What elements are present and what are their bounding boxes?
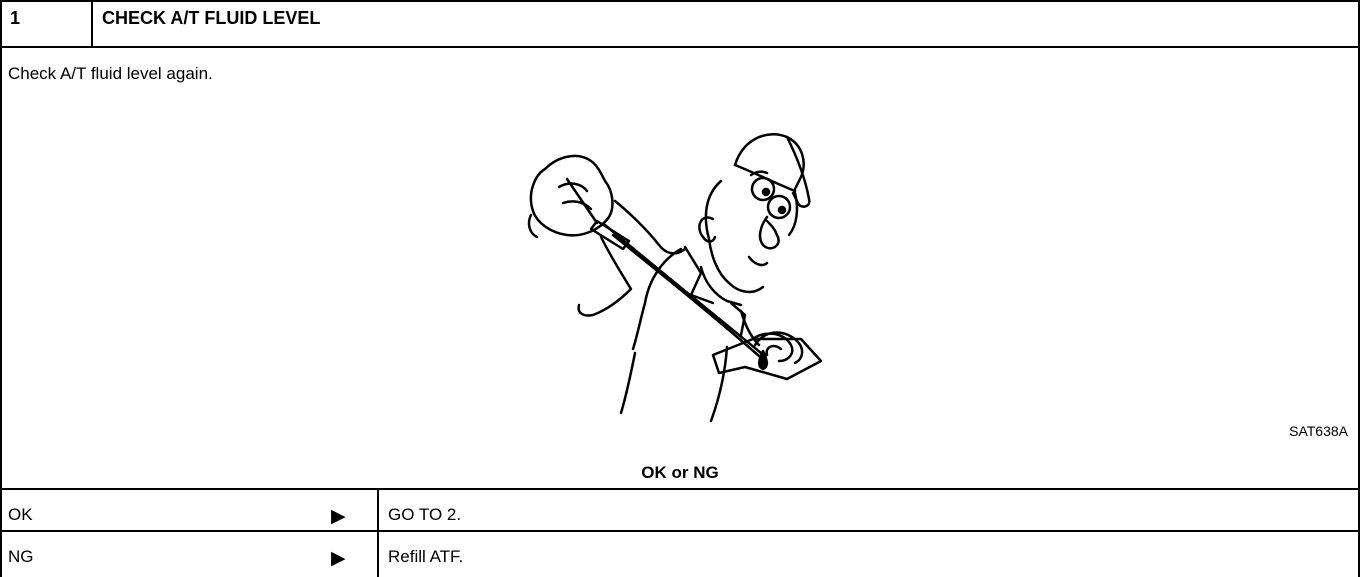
header-divider bbox=[0, 46, 1360, 48]
result-ng-action: Refill ATF. bbox=[388, 547, 463, 567]
result-column-divider bbox=[377, 489, 379, 577]
result-ng-label: NG bbox=[8, 547, 34, 567]
result-row-divider bbox=[0, 530, 1360, 532]
right-arrow-icon: ▶ bbox=[331, 547, 346, 570]
table-border-left bbox=[0, 0, 2, 577]
result-ok-action: GO TO 2. bbox=[388, 505, 461, 525]
result-ok-label: OK bbox=[8, 505, 33, 525]
figure-id: SAT638A bbox=[1289, 423, 1348, 439]
header-column-divider bbox=[91, 0, 93, 47]
step-number: 1 bbox=[10, 8, 20, 29]
table-border-top bbox=[0, 0, 1360, 2]
right-arrow-icon: ▶ bbox=[331, 505, 346, 528]
step-title: CHECK A/T FLUID LEVEL bbox=[102, 8, 320, 29]
okng-divider bbox=[0, 488, 1360, 490]
decision-label: OK or NG bbox=[0, 463, 1360, 483]
mechanic-checking-dipstick-icon bbox=[505, 117, 825, 423]
instruction-text: Check A/T fluid level again. bbox=[8, 64, 213, 84]
